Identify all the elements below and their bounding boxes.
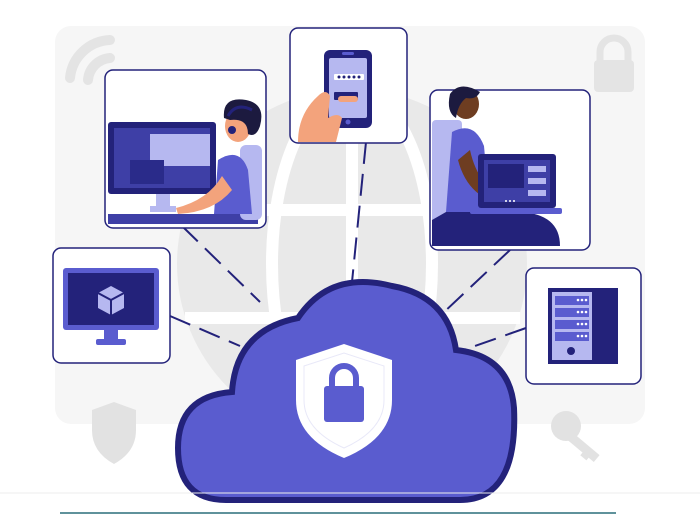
monitor-cube-icon	[63, 268, 159, 345]
connection-line-laptop	[441, 249, 511, 315]
smartphone-password-icon	[298, 50, 372, 142]
connection-line-monitor	[169, 315, 241, 347]
shield-icon	[92, 402, 136, 464]
wifi-icon	[65, 35, 115, 85]
woman-at-laptop-icon	[432, 86, 562, 246]
server-rack-card	[525, 267, 642, 385]
cloud-shield-lock-icon	[174, 279, 518, 503]
connection-lines	[169, 141, 527, 353]
padlock-icon	[594, 34, 634, 92]
server-rack-icon	[548, 288, 618, 364]
man-at-desktop-icon	[108, 99, 262, 224]
lock-body	[324, 386, 364, 422]
mobile-login-card	[289, 27, 408, 144]
key-icon	[551, 411, 600, 463]
connection-line-mobile	[351, 141, 367, 283]
desktop-user-card	[104, 69, 267, 229]
laptop-user-card	[429, 86, 591, 251]
connection-line-server	[457, 327, 527, 353]
monitor-cube-card	[52, 247, 171, 364]
connection-line-desktop	[181, 225, 261, 303]
lock-shackle	[329, 363, 359, 388]
